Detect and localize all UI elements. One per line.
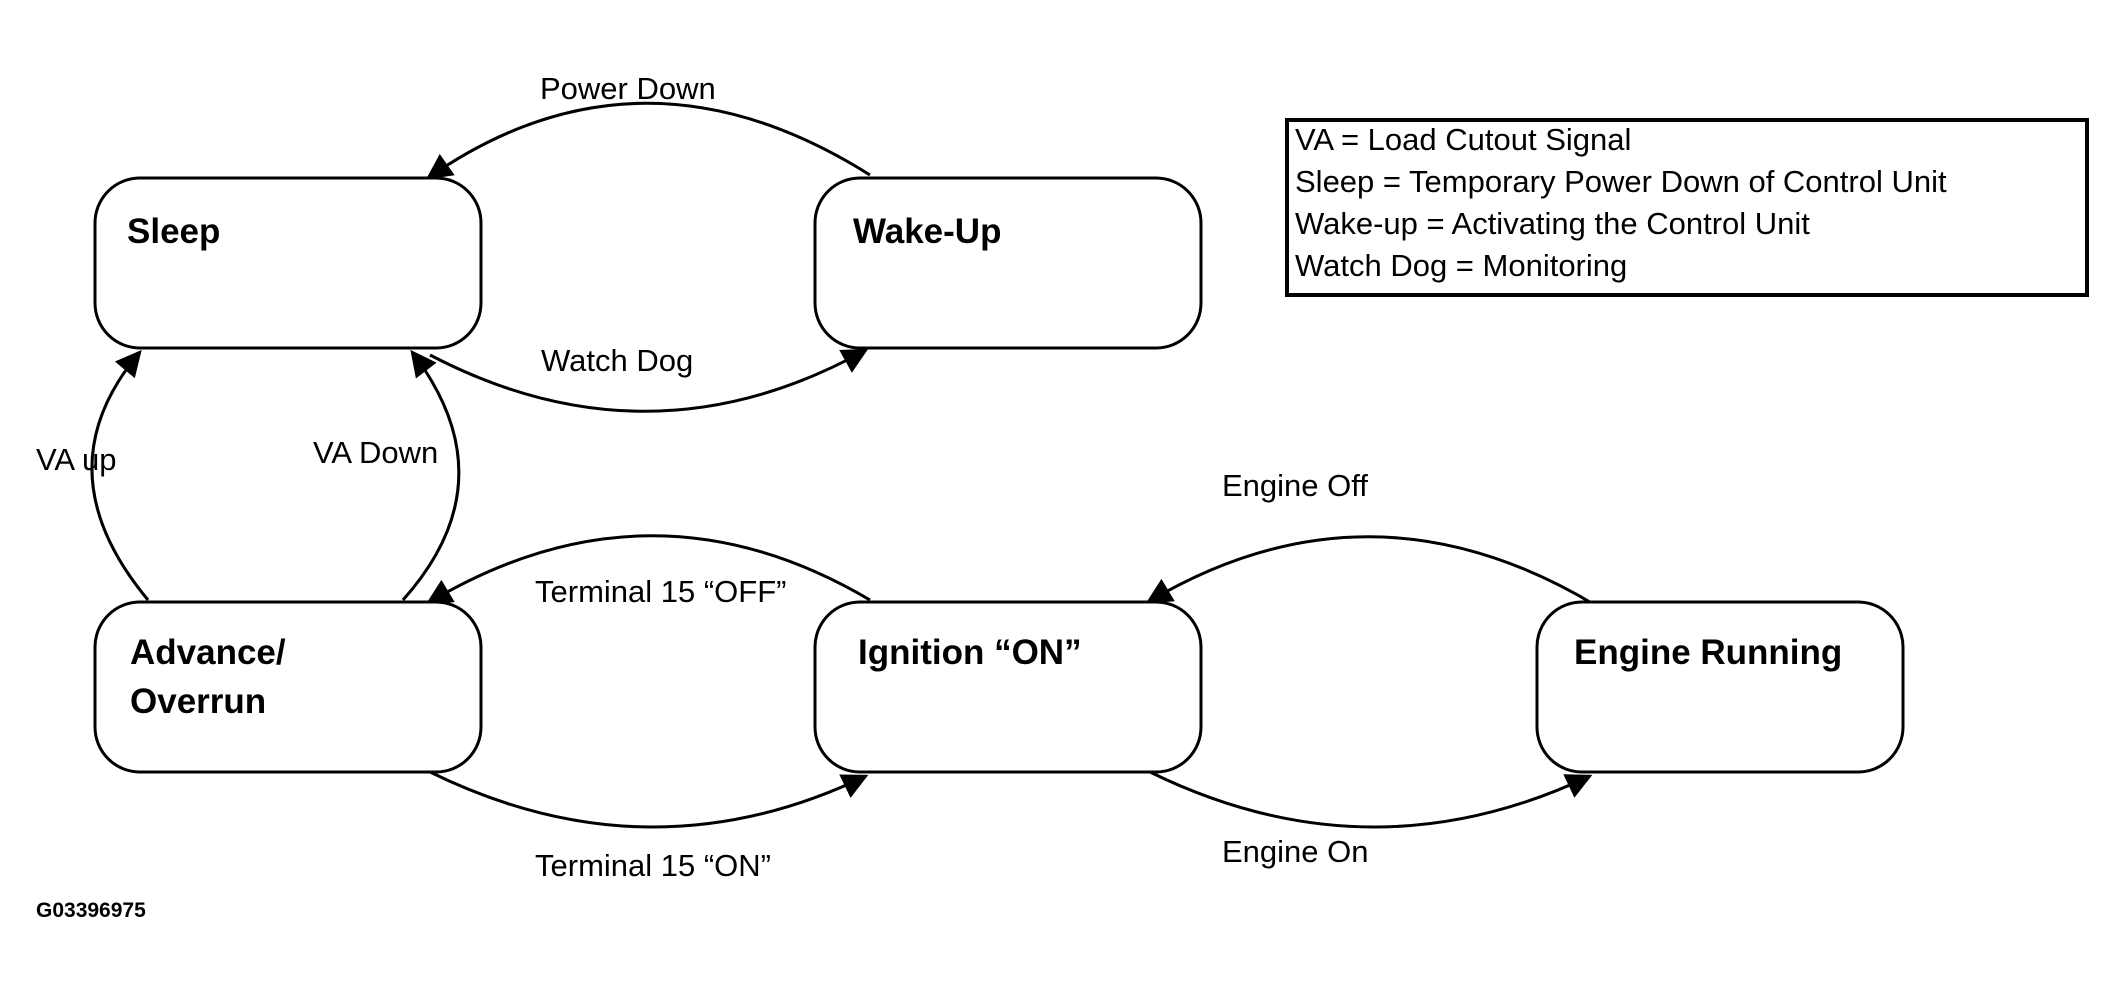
state-label-sleep: Sleep — [127, 212, 220, 251]
state-label-engine-running: Engine Running — [1574, 633, 1842, 672]
edge-va-down — [401, 349, 461, 601]
figure-id: G03396975 — [36, 899, 146, 922]
legend-box — [1285, 118, 2089, 297]
label-power-down: Power Down — [540, 71, 716, 106]
state-label-ignition-on: Ignition “ON” — [858, 633, 1082, 672]
label-terminal-15-off: Terminal 15 “OFF” — [535, 574, 786, 609]
legend-line-sleep: Sleep = Temporary Power Down of Control … — [1295, 164, 1947, 199]
legend-line-wake-up: Wake-up = Activating the Control Unit — [1295, 206, 1810, 241]
edge-terminal-15-on — [429, 770, 869, 829]
state-box-advance-overrun — [93, 600, 483, 774]
label-watch-dog: Watch Dog — [541, 343, 693, 378]
label-engine-off: Engine Off — [1222, 468, 1368, 503]
state-box-ignition-on — [813, 600, 1203, 774]
state-label-wake-up: Wake-Up — [853, 212, 1001, 251]
edge-va-up — [90, 350, 150, 601]
label-engine-on: Engine On — [1222, 834, 1369, 869]
legend-line-va: VA = Load Cutout Signal — [1295, 122, 1631, 157]
label-va-down: VA Down — [313, 435, 438, 470]
state-box-sleep — [93, 176, 483, 350]
state-label-advance: Advance/ — [130, 633, 286, 672]
label-terminal-15-on: Terminal 15 “ON” — [535, 848, 771, 883]
state-box-wake-up — [813, 176, 1203, 350]
edge-power-down — [425, 101, 871, 180]
legend: VA = Load Cutout Signal Sleep = Temporar… — [1285, 118, 2089, 297]
edge-watch-dog — [429, 348, 869, 413]
edge-engine-on — [1149, 770, 1593, 829]
legend-line-watch-dog: Watch Dog = Monitoring — [1295, 248, 1627, 283]
edge-terminal-15-off — [425, 534, 871, 605]
state-box-engine-running — [1535, 600, 1905, 774]
state-label-overrun: Overrun — [130, 682, 266, 721]
edge-engine-off — [1145, 535, 1596, 607]
label-va-up: VA up — [36, 442, 116, 477]
